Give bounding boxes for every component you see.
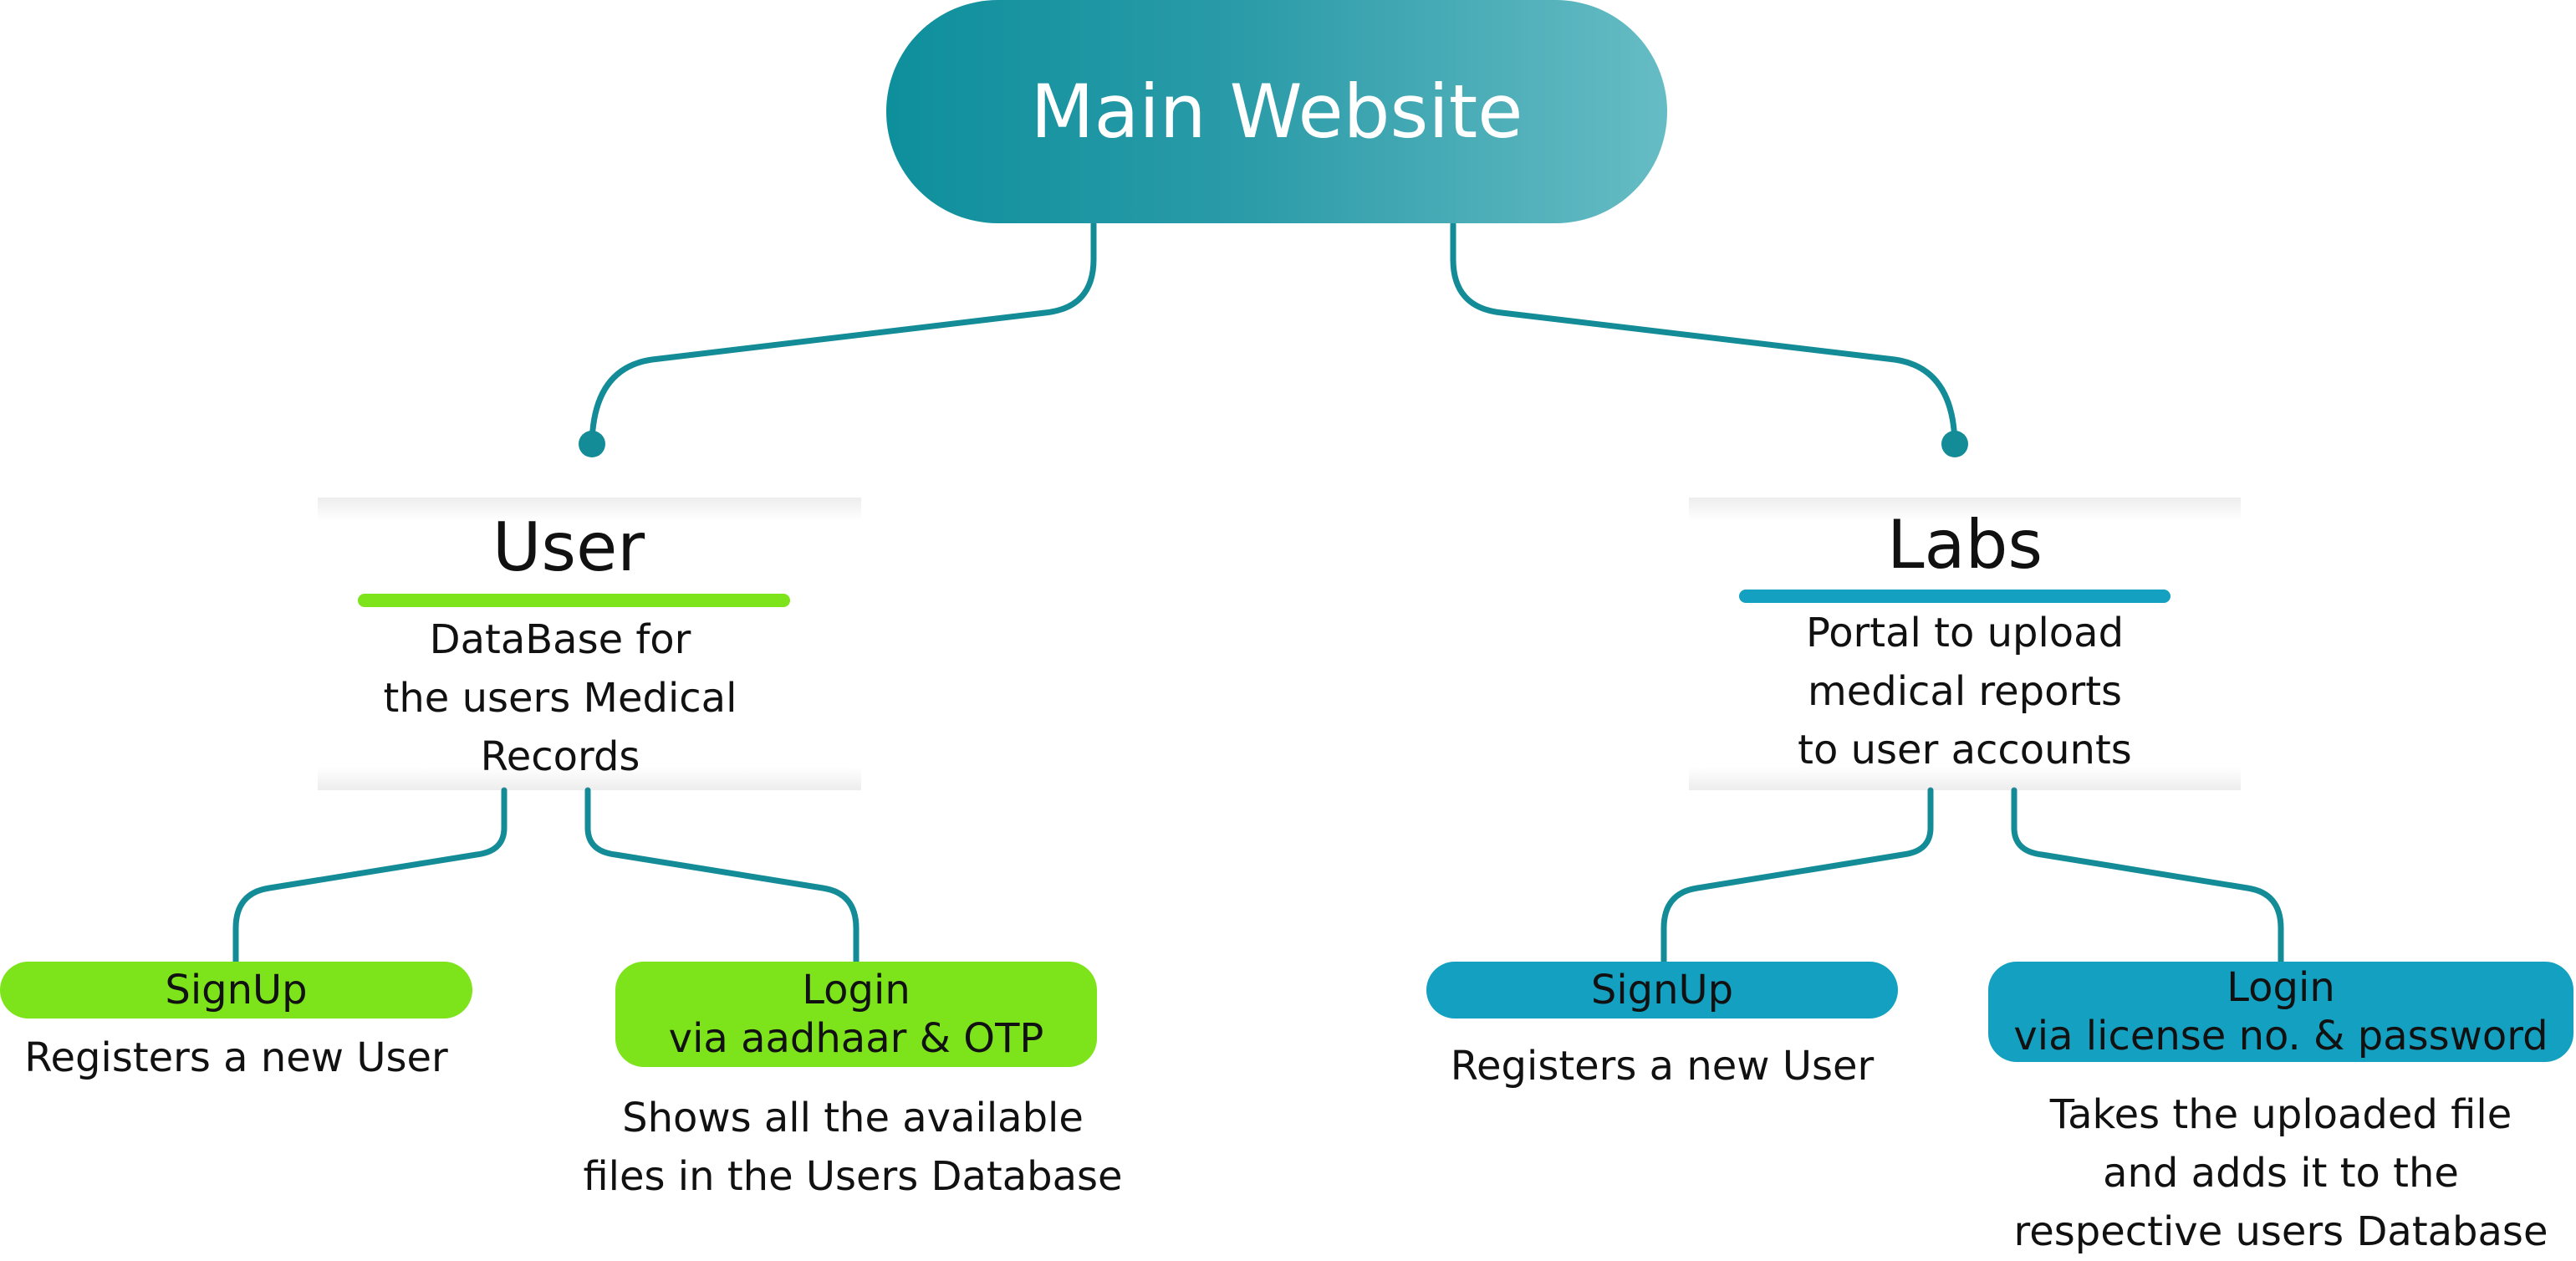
user-signup-note: Registers a new User [24,1034,448,1081]
user-signup-button[interactable]: SignUp [0,962,472,1018]
user-heading-underline [358,594,790,607]
labs-login-button[interactable]: Login via license no. & password [1988,962,2573,1062]
labs-description: Portal to upload medical reports to user… [1798,610,2132,773]
labs-login-note: Takes the uploaded file and adds it to t… [2013,1091,2548,1255]
labs-node-dot [1941,431,1968,457]
user-node-dot [579,431,605,457]
labs-card [1689,498,2241,790]
labs-login-sublabel: via license no. & password [2013,1013,2548,1059]
labs-signup-note: Registers a new User [1450,1043,1875,1090]
user-card [318,498,861,790]
main-website-node: Main Website [886,0,1667,223]
connector-user-signup [232,787,508,965]
labs-signup-label: SignUp [1590,967,1734,1013]
user-signup-label: SignUp [165,967,308,1013]
user-heading: User [492,508,645,586]
connector-root-labs [1450,221,1958,447]
main-website-title: Main Website [1030,69,1523,155]
labs-heading-underline [1739,590,2170,603]
labs-signup-button[interactable]: SignUp [1426,962,1898,1018]
connector-user-login [584,787,860,965]
connector-labs-signup [1660,787,1934,965]
user-description: DataBase for the users Medical Records [383,616,737,780]
connector-labs-login [2011,787,2284,965]
user-login-sublabel: via aadhaar & OTP [668,1015,1044,1062]
labs-login-label: Login [2227,964,2335,1011]
user-login-button[interactable]: Login via aadhaar & OTP [615,962,1097,1067]
connector-root-user [589,221,1097,447]
labs-heading: Labs [1886,506,2043,584]
user-login-label: Login [802,967,911,1013]
user-login-note: Shows all the available files in the Use… [583,1095,1123,1200]
